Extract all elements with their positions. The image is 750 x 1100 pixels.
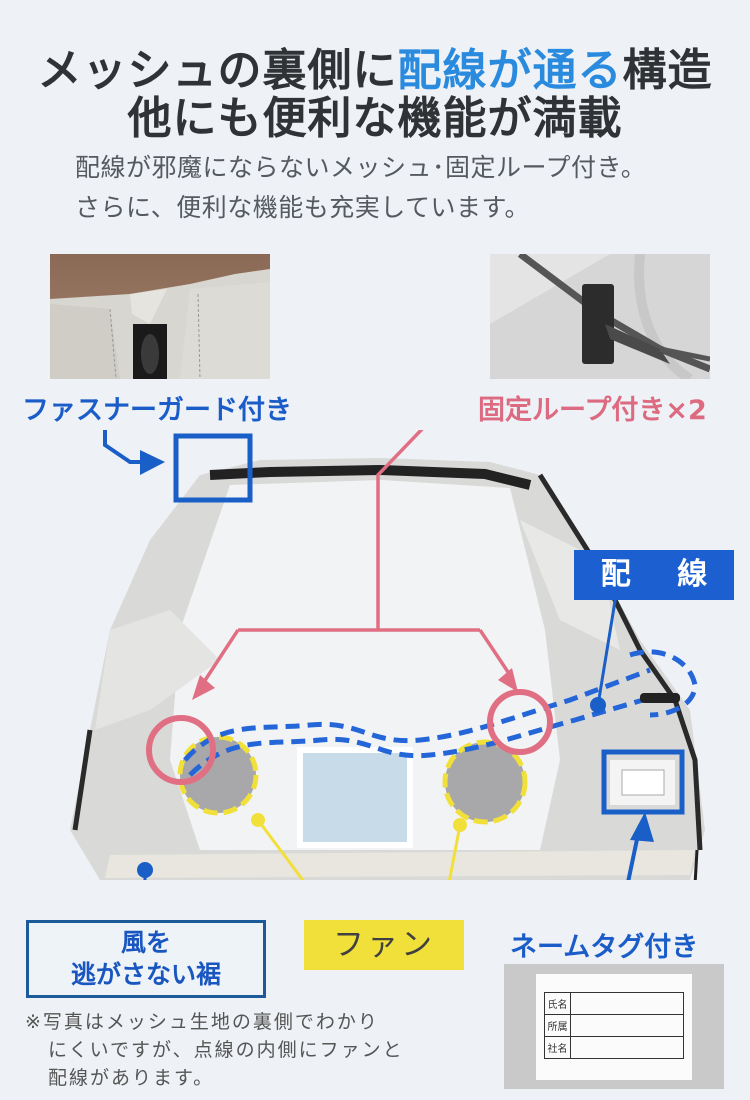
name-tag-field: 氏名 (544, 992, 571, 1015)
name-tag-photo: 氏名 所属 社名 (504, 964, 724, 1089)
fan-label: ファン (304, 920, 464, 970)
page-title-line2: 他にも便利な機能が満載 (127, 93, 623, 144)
name-tag-label: ネームタグ付き (510, 932, 699, 963)
fixing-loop-label: 固定ループ付き×2 (478, 395, 707, 426)
hem-label-line2: 逃がさない裾 (70, 960, 221, 989)
name-tag-field: 所属 (544, 1014, 571, 1037)
title-text: メッシュの裏側に (37, 45, 398, 96)
jacket-image (0, 398, 750, 950)
wiring-label: 配 線 (574, 550, 734, 600)
title-highlight: 配線が通る (397, 45, 623, 96)
name-tag-table: 氏名 所属 社名 (544, 992, 684, 1059)
zipper-guard-label: ファスナーガード付き (22, 395, 292, 426)
name-tag-field: 社名 (544, 1036, 571, 1059)
subtitle-line1: 配線が邪魔にならないメッシュ･固定ループ付き。 (75, 153, 647, 182)
name-tag: 氏名 所属 社名 (536, 974, 692, 1080)
hem-label-box: 風を 逃がさない裾 (26, 920, 266, 998)
page-title: メッシュの裏側に配線が通る構造 (0, 42, 750, 100)
footnote-line1: ※写真はメッシュ生地の裏側でわかり (25, 1011, 379, 1033)
zipper-guard-photo (50, 254, 270, 379)
footnote-line3: 配線があります。 (48, 1067, 215, 1089)
hem-label-line1: 風を (120, 928, 171, 957)
footnote-line2: にくいですが、点線の内側にファンと (48, 1039, 404, 1061)
fixing-loop-photo (490, 254, 710, 379)
subtitle-line2: さらに、便利な機能も充実しています。 (75, 193, 531, 222)
title-text-end: 構造 (622, 45, 713, 96)
